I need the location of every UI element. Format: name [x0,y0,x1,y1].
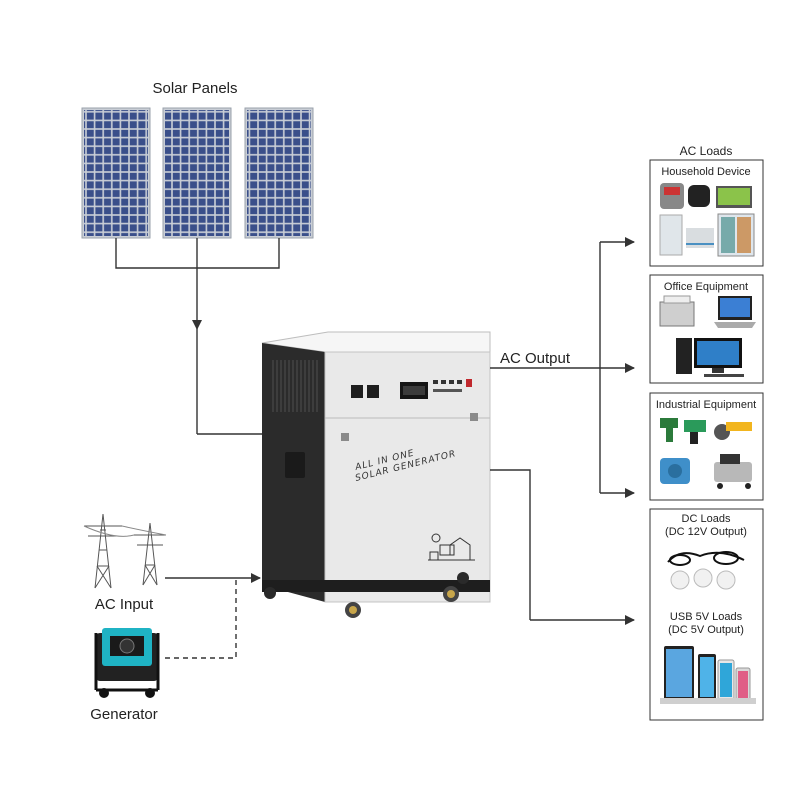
ac-input-label: AC Input [95,596,154,613]
ac-output-label: AC Output [500,350,571,367]
dc-loads-box: DC Loads (DC 12V Output) USB 5V Loads (D… [649,508,764,721]
office-equipment-icons [659,295,756,377]
industrial-equipment-title: Industrial Equipment [656,399,756,411]
generator-icon [94,628,160,698]
side-vent [270,360,318,412]
ac-output-wiring [490,237,635,625]
dc-loads-title: DC Loads [682,513,731,525]
side-handle [285,452,305,478]
industrial-equipment-box: Industrial Equipment [649,392,764,501]
solar-panel-array [81,107,314,239]
solar-panel-3 [244,107,314,239]
house-solar-logo [428,533,475,561]
dc-loads-subtitle: (DC 12V Output) [665,526,747,538]
household-device-box: Household Device [649,159,764,267]
solar-panel-1 [81,107,151,239]
power-switch [466,379,472,387]
usb-loads-subtitle: (DC 5V Output) [668,624,744,636]
panel-wiring [115,238,280,435]
industrial-tool-icons [660,418,752,489]
led-bulb-icons [667,551,745,590]
solar-panel-2 [162,107,232,239]
usb-loads-title: USB 5V Loads [670,611,743,623]
solar-panels-label: Solar Panels [152,80,237,97]
wheels [264,572,469,618]
household-appliance-icons [659,183,755,257]
ac-loads-label: AC Loads [680,144,733,158]
ac-input-wiring [165,573,261,659]
usb-device-icons [660,646,756,704]
control-panel [351,379,472,399]
office-equipment-box: Office Equipment [649,274,764,384]
power-tower-icon [83,513,167,589]
panel-down-arrow [192,320,202,330]
household-device-title: Household Device [661,166,750,178]
office-equipment-title: Office Equipment [664,281,748,293]
solar-generator-cabinet: ALL IN ONE SOLAR GENERATOR [261,331,491,618]
generator-label: Generator [90,706,158,723]
